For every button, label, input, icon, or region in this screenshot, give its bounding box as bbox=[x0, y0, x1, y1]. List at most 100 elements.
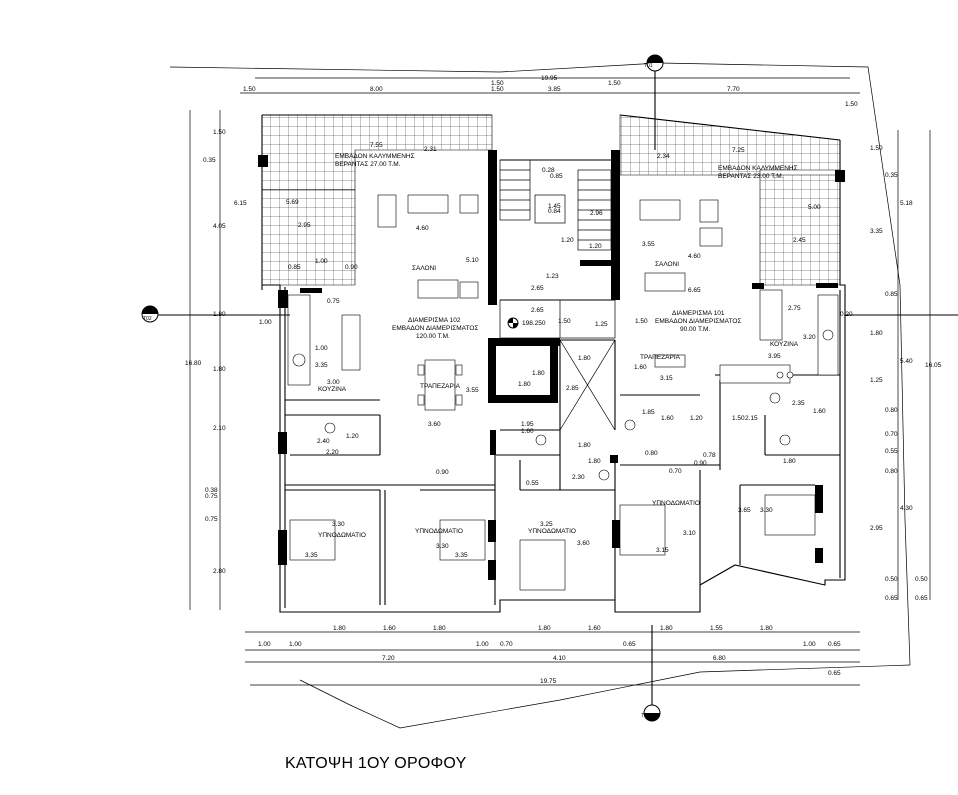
dim-int: 1.60 bbox=[521, 428, 534, 435]
dim-int: 0.84 bbox=[548, 208, 561, 215]
apartment-102-name: ΔΙΑΜΕΡΙΣΜΑ 102 bbox=[408, 317, 461, 324]
dim-right-9: 0.55 bbox=[885, 448, 898, 455]
dim-bottom-6: 1.80 bbox=[660, 625, 673, 632]
dim-int: 0.20 bbox=[840, 311, 853, 318]
dim-int: 3.55 bbox=[466, 387, 479, 394]
dim-left-11: 2.80 bbox=[213, 568, 226, 575]
dim-right-col2-1: 5.18 bbox=[900, 200, 913, 207]
dim-left-4: 4.05 bbox=[213, 223, 226, 230]
dim-int: 1.45 bbox=[548, 203, 561, 210]
dim-int: 1.80 bbox=[518, 381, 531, 388]
dim-int: 3.20 bbox=[803, 334, 816, 341]
dim-bottom-2: 1.60 bbox=[383, 625, 396, 632]
dim-int: 2.40 bbox=[317, 438, 330, 445]
dim-int: 2.75 bbox=[788, 305, 801, 312]
dim-top-2: 8.00 bbox=[370, 86, 383, 93]
dim-bottom-7: 1.55 bbox=[710, 625, 723, 632]
dim-int: 1.60 bbox=[661, 415, 674, 422]
dim-bottom-1: 1.80 bbox=[333, 625, 346, 632]
dim-int: 0.75 bbox=[327, 298, 340, 305]
dim-int: 3.25 bbox=[540, 521, 553, 528]
dim-int: 3.55 bbox=[642, 241, 655, 248]
dim-int: 3.35 bbox=[305, 552, 318, 559]
dim-int: 3.30 bbox=[760, 507, 773, 514]
dim-int: 1.80 bbox=[588, 458, 601, 465]
dim-int: 1.00 bbox=[259, 319, 272, 326]
dim-int: 5.10 bbox=[466, 257, 479, 264]
furniture-102 bbox=[287, 194, 610, 591]
dim-int: 0.90 bbox=[694, 460, 707, 467]
dim-left-9: 0.75 bbox=[205, 493, 218, 500]
dim-int: 0.80 bbox=[645, 450, 658, 457]
dim-int: 1.80 bbox=[578, 355, 591, 362]
elevation-marker: 198.250 bbox=[507, 317, 546, 329]
dim-top-total: 19.95 bbox=[541, 75, 558, 82]
dim-right-13: 0.65 bbox=[885, 595, 898, 602]
room-trapezaria-101: ΤΡΑΠΕΖΑΡΙΑ bbox=[640, 354, 681, 361]
room-kouzina-102: ΚΟΥΖΙΝΑ bbox=[318, 386, 347, 393]
room-bedroom-2: ΥΠΝΟΔΩΜΑΤΙΟ bbox=[415, 528, 463, 535]
dim-bottom-8: 1.80 bbox=[760, 625, 773, 632]
section-label-top: T01 bbox=[644, 63, 653, 69]
dim-int: 2.65 bbox=[531, 307, 544, 314]
dim-right-7: 0.80 bbox=[885, 407, 898, 414]
interior-dimensions: 7.55 2.31 5.69 2.95 4.60 0.85 1.00 0.90 … bbox=[259, 142, 853, 559]
dim-int: 1.80 bbox=[532, 370, 545, 377]
dim-top-4: 3.85 bbox=[548, 86, 561, 93]
dim-int: 3.60 bbox=[577, 540, 590, 547]
dim-right-11: 2.95 bbox=[870, 525, 883, 532]
dim-bottom-extra: 0.65 bbox=[828, 670, 841, 677]
section-marker-left: T02 bbox=[141, 305, 958, 323]
dim-right-col2-2: 5.40 bbox=[900, 358, 913, 365]
dim-int: 3.95 bbox=[768, 353, 781, 360]
room-saloni-102: ΣΑΛΟΝΙ bbox=[412, 265, 436, 272]
room-bedroom-3: ΥΠΝΟΔΩΜΑΤΙΟ bbox=[528, 528, 576, 535]
dim-right-3: 3.35 bbox=[870, 228, 883, 235]
dim-int: 1.50 bbox=[732, 415, 745, 422]
dim-int: 2.31 bbox=[424, 146, 437, 153]
dim-int: 1.60 bbox=[634, 364, 647, 371]
dim-int: 0.55 bbox=[526, 480, 539, 487]
room-bedroom-1: ΥΠΝΟΔΩΜΑΤΙΟ bbox=[318, 532, 366, 539]
structural-columns bbox=[258, 150, 845, 580]
dim-int: 3.15 bbox=[656, 547, 669, 554]
dim-top-single: 1.50 bbox=[491, 80, 504, 87]
dim-right-10: 0.80 bbox=[885, 468, 898, 475]
dim-bottom-row3-1: 7.20 bbox=[382, 655, 395, 662]
dim-bottom-4: 1.80 bbox=[538, 625, 551, 632]
apartment-101-area: 90.00 Τ.Μ. bbox=[680, 326, 710, 333]
dim-int: 1.50 bbox=[635, 318, 648, 325]
dim-top-6: 7.70 bbox=[727, 86, 740, 93]
dim-int: 1.95 bbox=[521, 421, 534, 428]
dim-bottom-row2-6: 1.00 bbox=[803, 641, 816, 648]
dimension-lines bbox=[189, 77, 931, 686]
dim-left-10: 0.75 bbox=[205, 516, 218, 523]
dim-int: 7.55 bbox=[370, 142, 383, 149]
apartment-102-area: 120.00 Τ.Μ. bbox=[416, 333, 450, 340]
furniture-101 bbox=[619, 199, 839, 556]
dim-int: 5.00 bbox=[808, 204, 821, 211]
dim-int: 2.85 bbox=[566, 385, 579, 392]
dim-right-col2-5: 0.65 bbox=[915, 595, 928, 602]
dim-left-2: 0.35 bbox=[203, 157, 216, 164]
dim-int: 2.96 bbox=[590, 210, 603, 217]
dim-bottom-row3-3: 6.80 bbox=[713, 655, 726, 662]
dim-left-5: 1.80 bbox=[213, 311, 226, 318]
dim-int: 2.20 bbox=[326, 449, 339, 456]
apartment-101-name: ΔΙΑΜΕΡΙΣΜΑ 101 bbox=[672, 310, 725, 317]
dim-right-5: 1.80 bbox=[870, 330, 883, 337]
dim-bottom-row2-4: 0.70 bbox=[500, 641, 513, 648]
dim-bottom-row2-2: 1.00 bbox=[289, 641, 302, 648]
dim-left-7: 2.10 bbox=[213, 425, 226, 432]
dim-right-4: 0.85 bbox=[885, 291, 898, 298]
dim-bottom-3: 1.80 bbox=[433, 625, 446, 632]
dim-int: 2.30 bbox=[572, 474, 585, 481]
veranda-101-label: ΕΜΒΑΔΟΝ ΚΑΛΥΜΜΕΝΗΣ bbox=[718, 165, 798, 172]
dim-int: 0.70 bbox=[669, 468, 682, 475]
dim-int: 4.60 bbox=[416, 225, 429, 232]
dim-top-5: 1.50 bbox=[608, 80, 621, 87]
dim-right-8: 0.70 bbox=[885, 431, 898, 438]
room-saloni-101: ΣΑΛΟΝΙ bbox=[655, 261, 679, 268]
room-kouzina-101: ΚΟΥΖΙΝΑ bbox=[770, 341, 799, 348]
veranda-102-area: ΒΕΡΑΝΤΑΣ 27.00 Τ.Μ. bbox=[335, 161, 401, 168]
